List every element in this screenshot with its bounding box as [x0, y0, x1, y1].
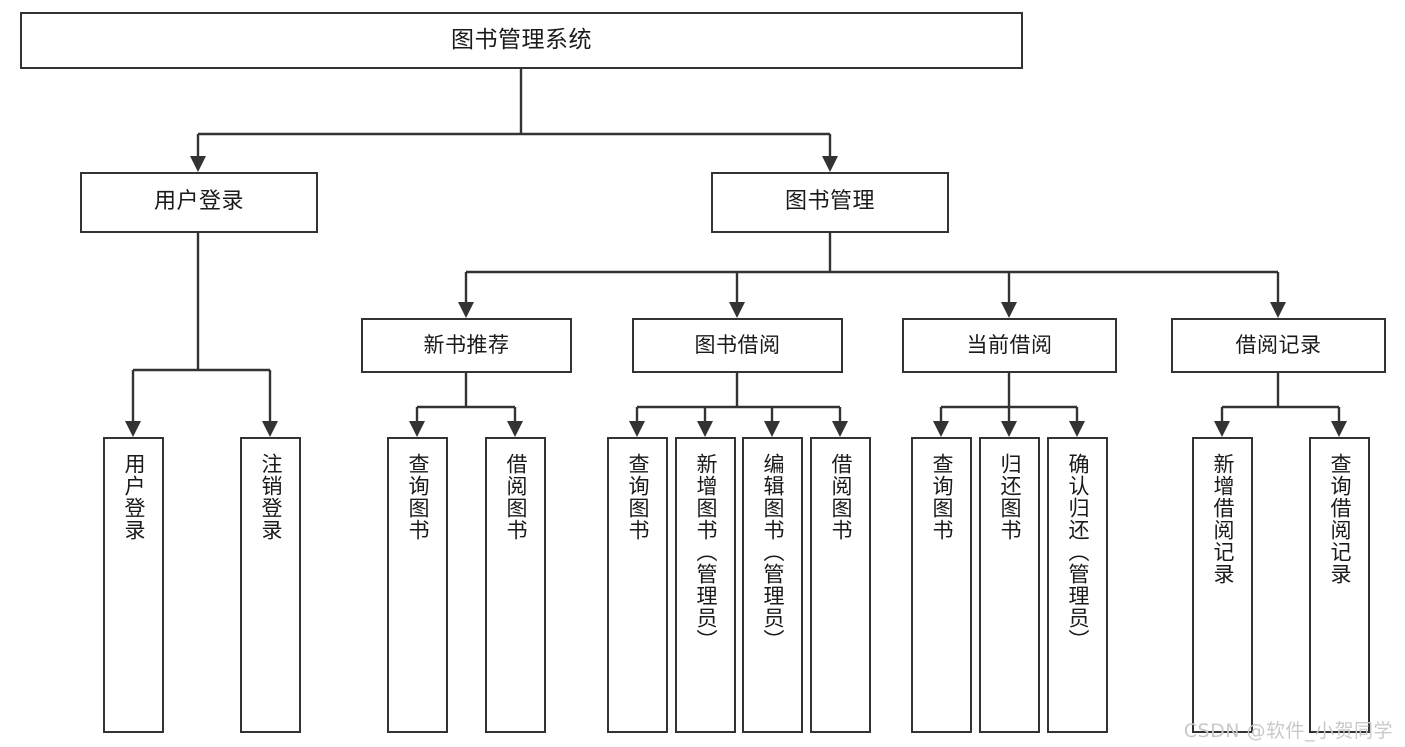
arrow-borrow-record-l2: [1331, 421, 1347, 437]
node-label: 新增借阅记录: [1210, 453, 1235, 585]
node-label: 图书管理: [784, 189, 875, 215]
node-borrow-record[interactable]: 借阅记录: [1171, 318, 1386, 373]
node-user-login[interactable]: 用户登录: [80, 172, 318, 233]
arrow-to-current-borrow: [1001, 302, 1017, 318]
node-label: 新书推荐: [423, 332, 510, 357]
node-label: 借阅图书: [828, 453, 853, 541]
node-label: 用户登录: [121, 453, 146, 541]
node-label: 当前借阅: [966, 332, 1053, 357]
leaf-new-book-query[interactable]: 查询图书: [387, 437, 448, 733]
arrow-borrow-record-l1: [1214, 421, 1230, 437]
arrow-current-borrow-l3: [1069, 421, 1085, 437]
arrow-to-book-manage: [822, 156, 838, 172]
arrow-user-login-l1: [125, 421, 141, 437]
arrow-to-user-login: [190, 156, 206, 172]
arrow-current-borrow-l2: [1001, 421, 1017, 437]
node-label: 归还图书: [997, 453, 1022, 541]
leaf-current-borrow-confirm-return[interactable]: 确认归还（管理员）: [1047, 437, 1108, 733]
node-label: 注销登录: [258, 453, 283, 541]
node-label: 查询图书: [405, 453, 430, 541]
arrow-to-borrow-record: [1270, 302, 1286, 318]
leaf-current-borrow-return[interactable]: 归还图书: [979, 437, 1040, 733]
leaf-book-borrow-edit[interactable]: 编辑图书（管理员）: [742, 437, 803, 733]
leaf-user-login-signout[interactable]: 注销登录: [240, 437, 301, 733]
arrow-current-borrow-l1: [933, 421, 949, 437]
node-label: 图书借阅: [694, 332, 781, 357]
node-book-borrow[interactable]: 图书借阅: [632, 318, 843, 373]
node-new-book-recommend[interactable]: 新书推荐: [361, 318, 572, 373]
arrow-new-book-l1: [409, 421, 425, 437]
node-label: 确认归还（管理员）: [1065, 453, 1090, 651]
leaf-user-login-signin[interactable]: 用户登录: [103, 437, 164, 733]
node-label: 编辑图书（管理员）: [760, 453, 785, 651]
leaf-new-book-borrow[interactable]: 借阅图书: [485, 437, 546, 733]
watermark: CSDN @软件_小贺同学: [1183, 720, 1393, 742]
arrow-user-login-l2: [262, 421, 278, 437]
arrow-book-borrow-l4: [832, 421, 848, 437]
leaf-book-borrow-borrow[interactable]: 借阅图书: [810, 437, 871, 733]
node-label: 用户登录: [153, 189, 244, 215]
leaf-borrow-record-add[interactable]: 新增借阅记录: [1192, 437, 1253, 733]
arrow-to-book-borrow: [729, 302, 745, 318]
node-root-book-management-system[interactable]: 图书管理系统: [20, 12, 1023, 69]
leaf-borrow-record-query[interactable]: 查询借阅记录: [1309, 437, 1370, 733]
leaf-current-borrow-query[interactable]: 查询图书: [911, 437, 972, 733]
node-label: 查询图书: [625, 453, 650, 541]
arrow-book-borrow-l3: [764, 421, 780, 437]
node-current-borrow[interactable]: 当前借阅: [902, 318, 1117, 373]
arrow-book-borrow-l1: [629, 421, 645, 437]
leaf-book-borrow-add[interactable]: 新增图书（管理员）: [675, 437, 736, 733]
arrow-book-borrow-l2: [697, 421, 713, 437]
node-label: 查询图书: [929, 453, 954, 541]
arrow-to-new-book: [458, 302, 474, 318]
node-label: 图书管理系统: [451, 26, 592, 53]
node-label: 查询借阅记录: [1327, 453, 1352, 585]
node-book-management[interactable]: 图书管理: [711, 172, 949, 233]
arrow-new-book-l2: [507, 421, 523, 437]
node-label: 借阅记录: [1235, 332, 1322, 357]
leaf-book-borrow-query[interactable]: 查询图书: [607, 437, 668, 733]
node-label: 新增图书（管理员）: [693, 453, 718, 651]
node-label: 借阅图书: [503, 453, 528, 541]
